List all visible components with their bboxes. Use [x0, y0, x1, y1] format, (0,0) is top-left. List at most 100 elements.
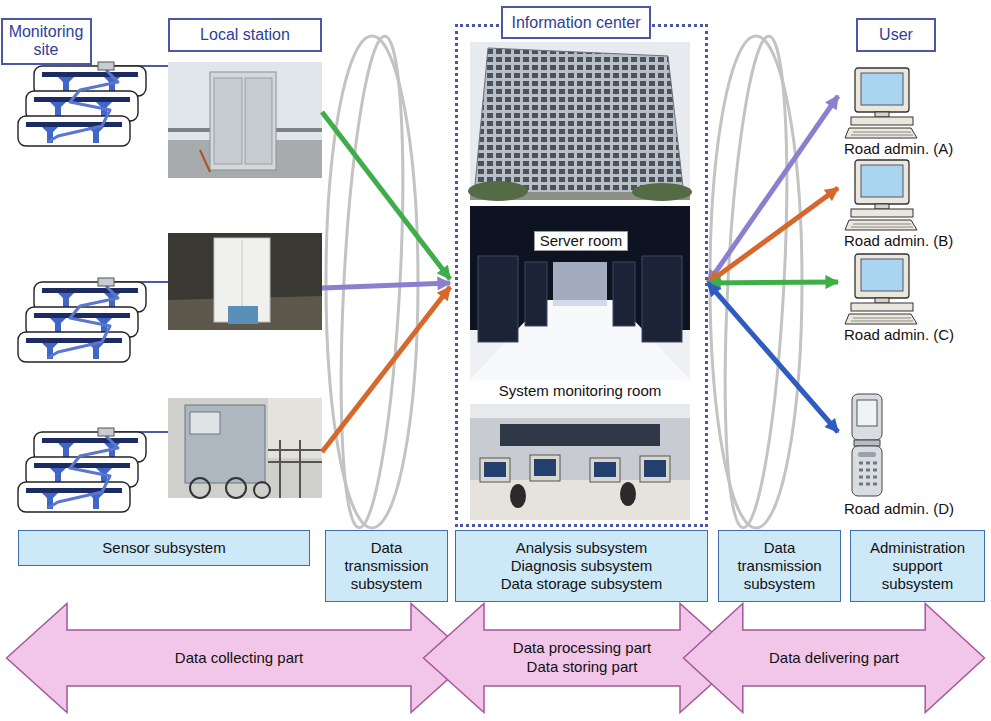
subsystem-label: Administration support subsystem: [856, 539, 979, 593]
data-link-arrow: [708, 283, 838, 432]
monitoring-room-photo: [590, 458, 620, 482]
header-box: Monitoring site: [1, 18, 92, 65]
phone-icon: [859, 463, 877, 484]
phone-icon: [857, 400, 877, 426]
server-room-photo: [470, 206, 690, 380]
data-link-arrow: [708, 282, 838, 283]
photo-caption: System monitoring room: [470, 382, 690, 402]
monitoring-room-photo: [534, 459, 556, 476]
monitoring-room-photo: [620, 482, 636, 506]
photo-caption: Server room: [534, 231, 628, 251]
computer-icon: [845, 68, 917, 138]
station-photo: [185, 405, 265, 483]
station-photo: [168, 398, 322, 498]
terminal-node: Road admin. (D): [838, 392, 988, 518]
upload-arrow: [322, 287, 450, 452]
station-photo: [190, 478, 210, 498]
computer-icon: [845, 254, 917, 324]
monitoring-room-photo: [470, 480, 690, 520]
server-room-photo: [470, 206, 690, 380]
upload-arrow: [322, 283, 450, 288]
subsystem-label: Sensor subsystem: [102, 539, 225, 557]
station-photo: [245, 78, 272, 164]
station-photo: [190, 412, 220, 434]
server-room-photo: [553, 262, 607, 306]
monitoring-room-photo: [594, 462, 616, 477]
transmission-ring: [326, 36, 418, 528]
part-arrow: Data collecting part: [5, 602, 473, 714]
header-label: Information center: [501, 6, 651, 39]
user-label: Road admin. (D): [838, 500, 988, 518]
station-photo: [168, 398, 322, 498]
subsystem-label: Data transmission subsystem: [331, 539, 442, 593]
station-photo: [228, 306, 258, 324]
phone-icon: [852, 394, 882, 496]
subsystem-box: Data transmission subsystem: [718, 530, 841, 602]
monitoring-room-photo: [510, 484, 526, 508]
station-photo: [214, 78, 242, 164]
server-room-photo: [642, 256, 682, 342]
header-label: Monitoring site: [7, 23, 86, 60]
station-photo: [226, 478, 246, 498]
subsystem-box: Administration support subsystem: [850, 530, 985, 602]
station-photo: [168, 233, 322, 330]
bridge-model: [18, 62, 146, 146]
building-photo: [474, 48, 684, 196]
server-room-photo: [478, 256, 518, 342]
station-photo: [168, 233, 322, 330]
header-label: User: [879, 26, 913, 44]
part-label: Data storing part: [527, 658, 638, 677]
monitoring-room-photo: [470, 404, 690, 520]
monitoring-room-photo: [484, 462, 506, 477]
phone-icon: [858, 452, 876, 457]
building-photo: [468, 42, 692, 201]
header-box: User: [856, 18, 936, 52]
upload-arrow: [322, 112, 450, 279]
station-photo: [168, 62, 322, 178]
phone-icon: [852, 394, 882, 440]
terminal-node: Road admin. (B): [838, 158, 988, 250]
region-box: Information center: [455, 24, 708, 527]
header-box: Local station: [168, 18, 322, 52]
station-photo: [168, 62, 322, 178]
user-label: Road admin. (A): [838, 140, 988, 158]
part-arrow-outline: [684, 604, 985, 713]
building-photo: [468, 181, 528, 201]
monitoring-room-photo: [470, 404, 690, 520]
subsystem-label: Data storage subsystem: [501, 575, 663, 593]
subsystem-box: Sensor subsystem: [18, 530, 310, 566]
upload-arrow: [322, 112, 450, 452]
bridge-model: [18, 278, 146, 362]
station-photo: [210, 72, 276, 170]
station-photo: [254, 482, 270, 498]
user-label: Road admin. (C): [838, 326, 988, 344]
station-photo: [200, 150, 210, 172]
user-label: Road admin. (B): [838, 232, 988, 250]
part-label: Data collecting part: [175, 649, 303, 668]
phone-icon: [854, 440, 880, 446]
server-room-photo: [613, 262, 635, 326]
terminal-node: Road admin. (C): [838, 252, 988, 344]
subsystem-box: Analysis subsystemDiagnosis subsystemDat…: [455, 530, 708, 602]
subsystem-label: Analysis subsystem: [516, 539, 648, 557]
subsystem-box: Data transmission subsystem: [325, 530, 448, 602]
building-photo: [470, 42, 690, 200]
phone-icon: [852, 446, 882, 496]
monitoring-room-photo: [530, 455, 560, 481]
monitoring-room-photo: [644, 460, 666, 477]
subsystem-label: Diagnosis subsystem: [511, 557, 653, 575]
monitoring-room-photo: [640, 456, 670, 482]
data-link-arrow: [708, 96, 838, 283]
monitoring-room-photo: [480, 458, 510, 482]
computer-icon: [845, 160, 917, 230]
part-arrow-outline: [7, 604, 472, 713]
transmission-ring: [331, 35, 413, 529]
header-label: Local station: [200, 26, 290, 44]
terminal-node: Road admin. (A): [838, 66, 988, 158]
building-photo: [632, 183, 692, 201]
part-label: Data delivering part: [769, 649, 899, 668]
data-link-arrow: [708, 188, 838, 283]
